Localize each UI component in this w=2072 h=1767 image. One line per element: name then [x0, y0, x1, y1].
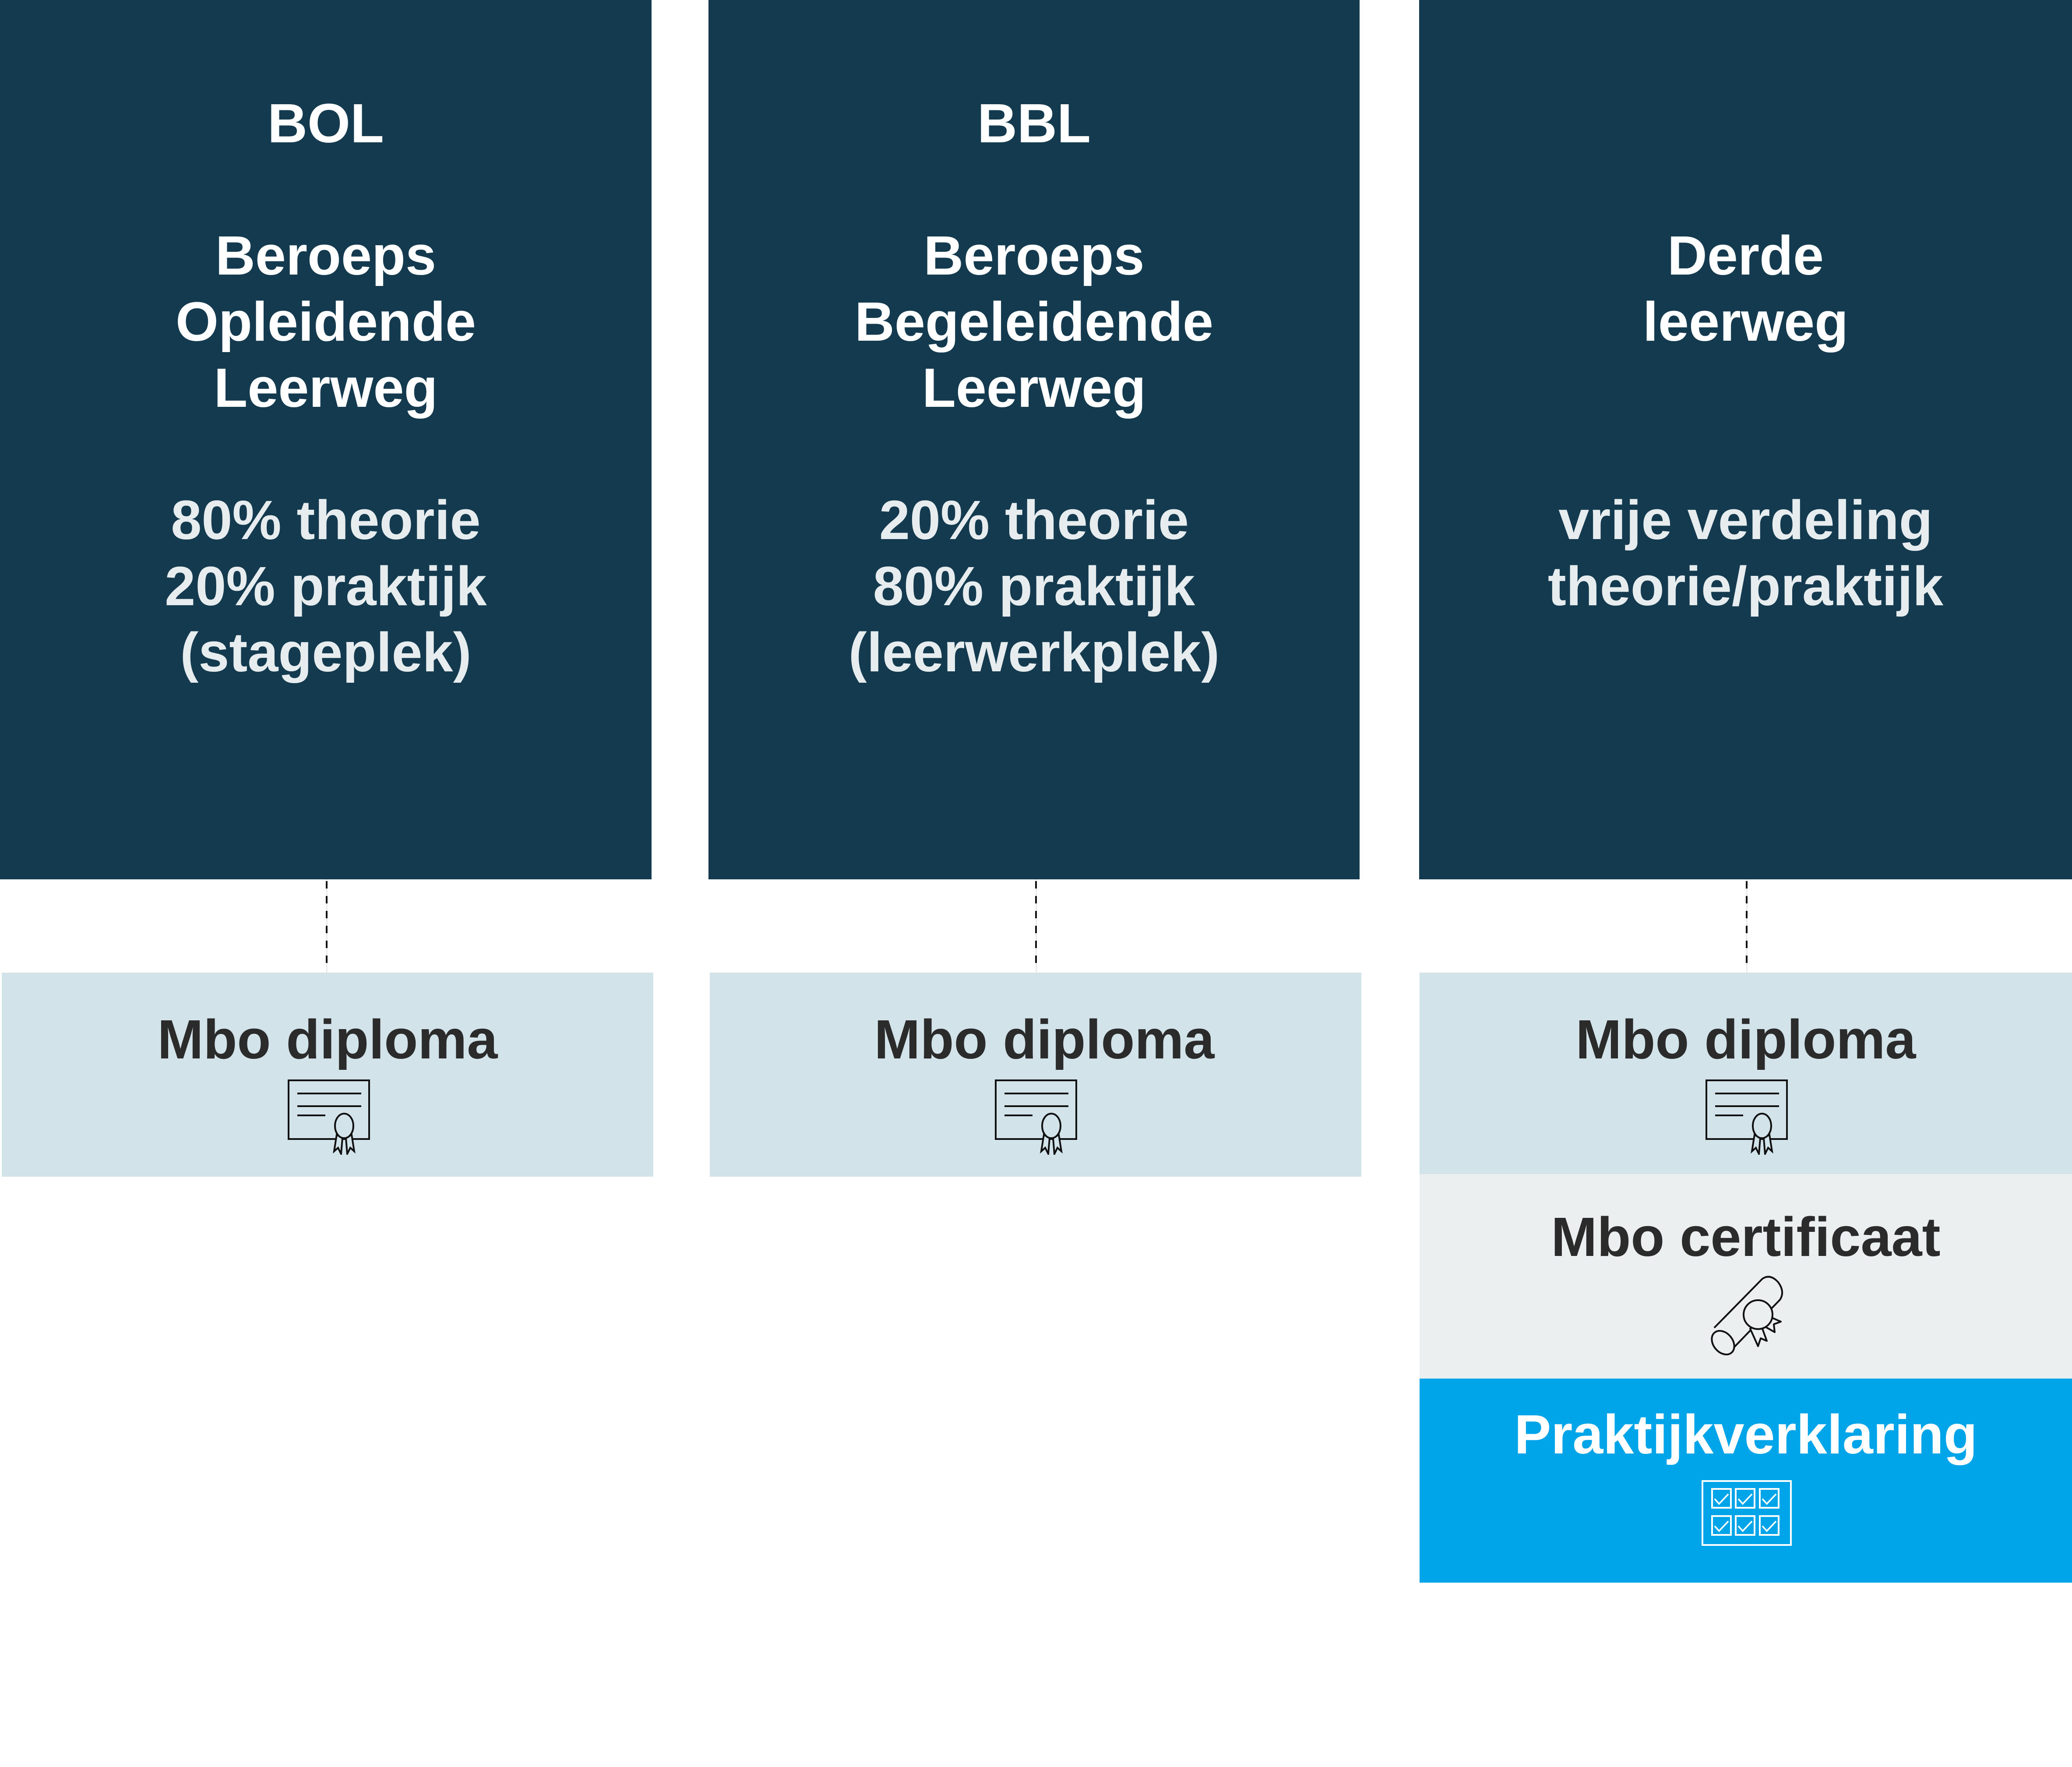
- bbl-name-line-2: Begeleidende: [854, 291, 1214, 353]
- bol-dashed-connector: [326, 881, 328, 969]
- derde-distribution-line-1: vrije verdeling: [1558, 489, 1933, 551]
- bbl-diploma-label: Mbo diploma: [874, 1009, 1215, 1070]
- bol-practice-ratio: 20% praktijk: [165, 555, 487, 617]
- spacer: [708, 156, 1360, 222]
- bol-name-line-1: Beroeps: [215, 225, 437, 286]
- bol-diploma-label: Mbo diploma: [157, 1009, 498, 1070]
- bol-practice-place: (stageplek): [180, 621, 472, 683]
- derde-distribution-line-2: theorie/praktijk: [1547, 555, 1944, 617]
- diploma-certificate-icon: [995, 1079, 1077, 1155]
- bbl-diploma-box: Mbo diploma: [710, 973, 1361, 1177]
- bol-title: BOL: [268, 92, 384, 154]
- spacer: [0, 421, 652, 487]
- derde-dashed-connector: [1746, 881, 1748, 969]
- spacer: [708, 421, 1360, 487]
- derde-practice-statement-label: Praktijkverklaring: [1514, 1404, 1977, 1465]
- bol-diploma-box: Mbo diploma: [2, 973, 653, 1177]
- derde-practice-statement-box: Praktijkverklaring: [1420, 1379, 2072, 1583]
- diploma-certificate-icon: [1706, 1079, 1788, 1155]
- bbl-practice-ratio: 80% praktijk: [873, 555, 1195, 617]
- derde-certificate-label: Mbo certificaat: [1551, 1206, 1941, 1268]
- bol-name-line-2: Opleidende: [175, 291, 476, 353]
- bbl-name-line-1: Beroeps: [923, 225, 1145, 286]
- derde-diploma-label: Mbo diploma: [1575, 1009, 1916, 1070]
- bol-name-line-3: Leerweg: [214, 357, 438, 419]
- bbl-dashed-connector: [1035, 881, 1037, 969]
- bol-learning-path-box: BOL Beroeps Opleidende Leerweg 80% theor…: [0, 0, 652, 879]
- derde-name-line-2: leerweg: [1642, 291, 1849, 353]
- derde-diploma-box: Mbo diploma: [1420, 973, 2072, 1174]
- derde-name-line-1: Derde: [1667, 225, 1824, 286]
- spacer: [1419, 355, 2072, 421]
- checklist-grid-icon: [1702, 1480, 1792, 1546]
- bbl-title: BBL: [977, 92, 1091, 154]
- bbl-theory-ratio: 20% theorie: [879, 489, 1189, 551]
- spacer: [1419, 619, 2072, 685]
- scroll-certificate-icon: [1711, 1276, 1783, 1355]
- bbl-name-line-3: Leerweg: [922, 357, 1146, 419]
- diploma-certificate-icon: [288, 1079, 370, 1155]
- derde-leerweg-box: Derde leerweg vrije verdeling theorie/pr…: [1419, 0, 2072, 879]
- spacer: [1419, 90, 2072, 156]
- bbl-practice-place: (leerwerkplek): [848, 621, 1220, 683]
- bbl-learning-path-box: BBL Beroeps Begeleidende Leerweg 20% the…: [708, 0, 1360, 879]
- spacer: [1419, 421, 2072, 487]
- spacer: [1419, 156, 2072, 222]
- bol-theory-ratio: 80% theorie: [171, 489, 481, 551]
- spacer: [0, 156, 652, 222]
- derde-certificate-box: Mbo certificaat: [1420, 1174, 2072, 1379]
